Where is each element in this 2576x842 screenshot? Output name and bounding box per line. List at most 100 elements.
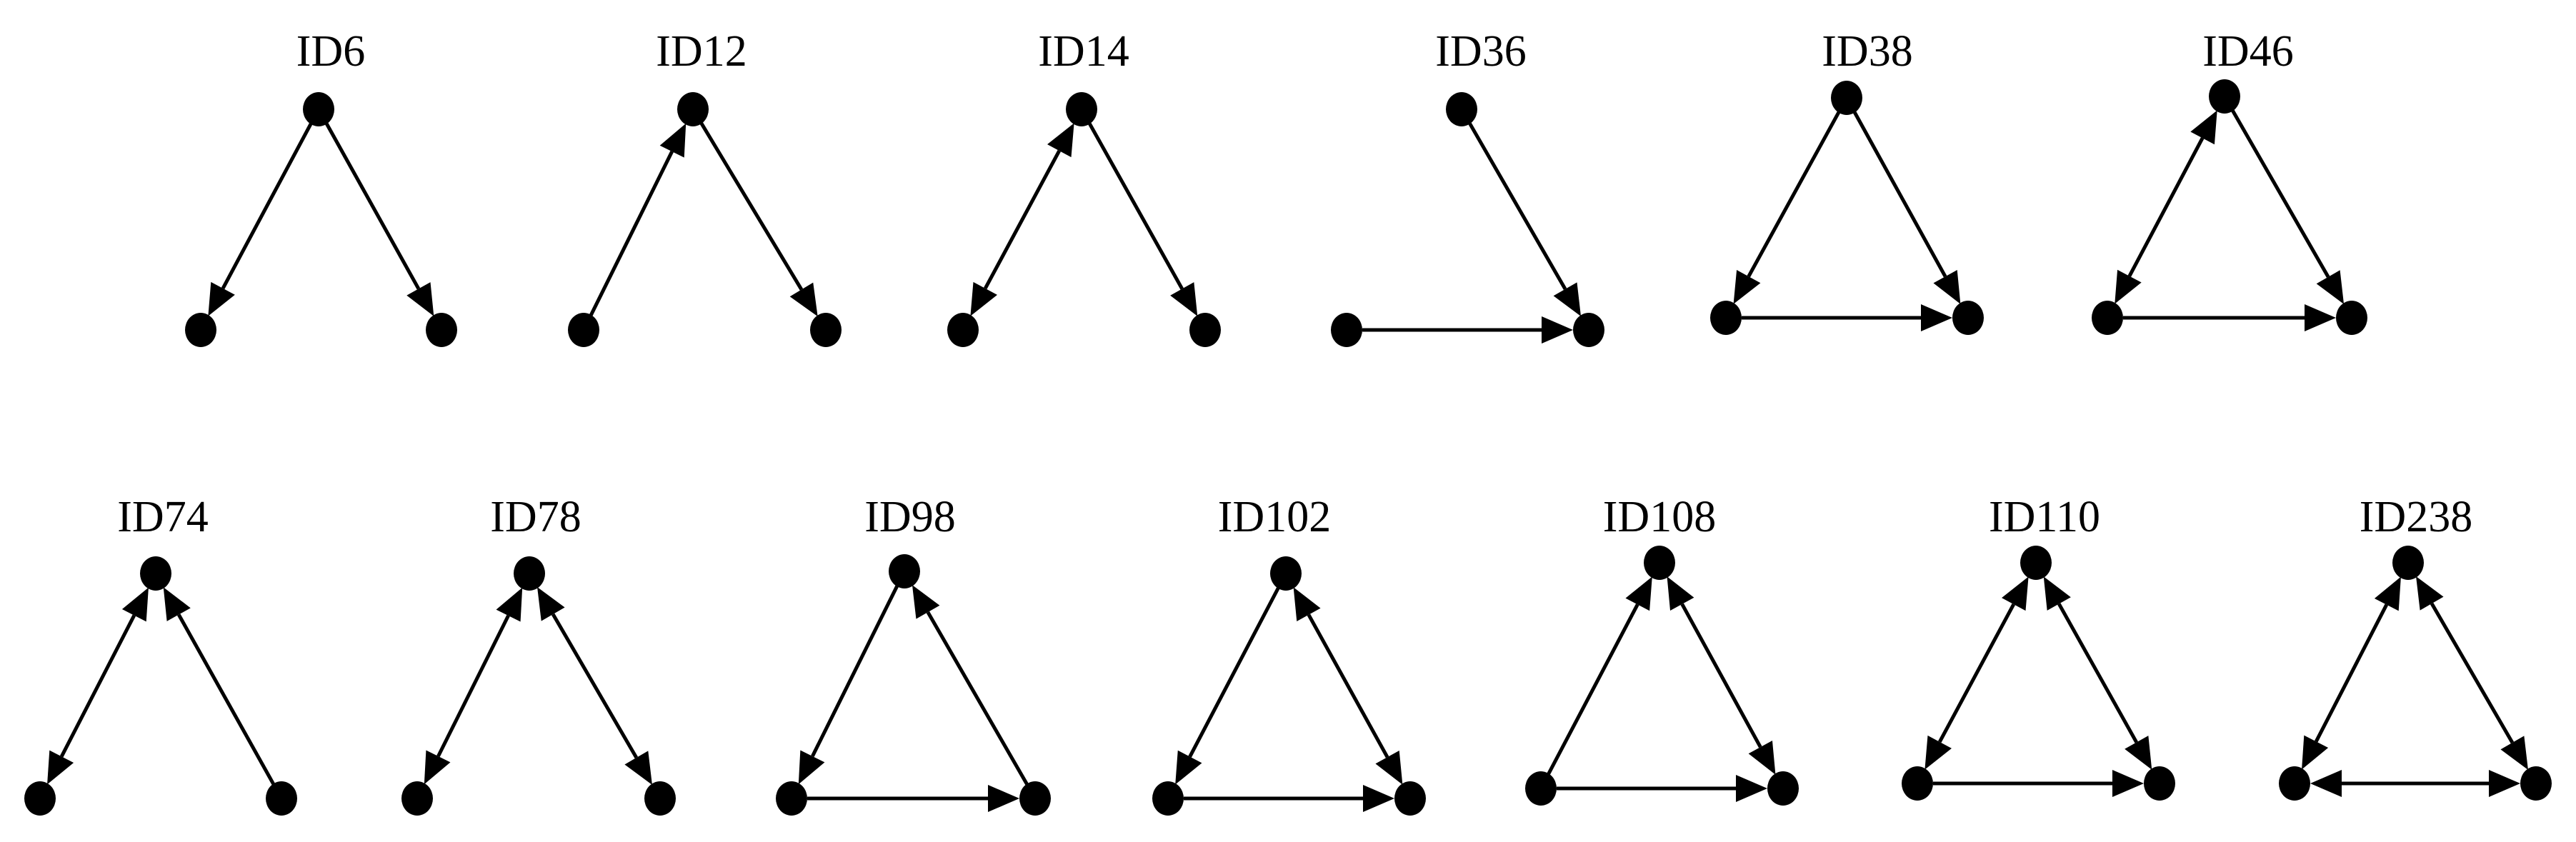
edge [1087, 121, 1184, 290]
arrowhead [424, 750, 451, 785]
node [1066, 92, 1097, 126]
edge [1680, 603, 1762, 748]
edge [2230, 109, 2330, 279]
edge [1938, 603, 2015, 743]
arrowhead [2489, 770, 2520, 797]
edge [811, 584, 899, 758]
arrowhead [2416, 576, 2444, 611]
arrowhead [496, 587, 523, 622]
edge [589, 151, 674, 317]
arrowhead [1293, 587, 1321, 621]
arrowhead [406, 282, 434, 316]
edge [324, 122, 421, 290]
node [2392, 546, 2424, 580]
arrowhead [624, 751, 652, 785]
arrowhead [1363, 785, 1394, 812]
arrowhead [2002, 576, 2029, 611]
motif-id12: ID12 [568, 27, 842, 347]
edge [1747, 111, 1841, 278]
node [1952, 301, 1984, 335]
arrowhead [2374, 576, 2401, 611]
node [2520, 766, 2552, 801]
motif-id36: ID36 [1331, 27, 1604, 347]
node [1019, 781, 1051, 816]
node [677, 92, 709, 126]
node [947, 313, 979, 347]
edge [2127, 137, 2205, 277]
arrowhead [1933, 270, 1961, 304]
node [1573, 313, 1604, 347]
arrowhead [659, 123, 687, 158]
edge [1852, 111, 1947, 278]
node [1270, 556, 1302, 591]
edge [1467, 121, 1567, 291]
node [776, 781, 807, 816]
node [140, 556, 171, 591]
arrowhead [1667, 576, 1694, 611]
edge [926, 611, 1029, 786]
node [2144, 766, 2175, 801]
motif-label: ID78 [490, 493, 581, 541]
arrowhead [1170, 282, 1198, 316]
arrowhead [1553, 282, 1582, 316]
arrowhead [47, 750, 74, 785]
node [514, 556, 545, 591]
motif-label: ID238 [2360, 493, 2472, 541]
motif-label: ID108 [1603, 493, 1716, 541]
arrowhead [789, 282, 818, 317]
arrowhead [2112, 770, 2144, 797]
edge [2057, 603, 2138, 743]
motif-id98: ID98 [776, 493, 1051, 816]
node [1525, 771, 1557, 806]
edge [699, 121, 804, 291]
arrowhead [1175, 750, 1202, 785]
arrowhead [1375, 751, 1403, 785]
node [1152, 781, 1184, 816]
edge [1307, 613, 1389, 758]
motif-label: ID74 [117, 493, 208, 541]
node [2020, 546, 2052, 580]
motif-label: ID6 [296, 27, 365, 76]
arrowhead [1047, 123, 1074, 158]
node [2092, 301, 2123, 335]
node [1644, 546, 1675, 580]
edge [2430, 602, 2515, 744]
motif-label: ID14 [1038, 27, 1129, 76]
motif-id46: ID46 [2092, 27, 2367, 335]
motif-id78: ID78 [401, 493, 676, 816]
node [1189, 313, 1221, 347]
arrowhead [1625, 576, 1652, 611]
edge [177, 613, 276, 786]
node [568, 313, 599, 347]
motif-id108: ID108 [1525, 493, 1799, 806]
arrowhead [2190, 110, 2217, 145]
edge [551, 613, 639, 759]
motif-label: ID12 [656, 27, 747, 76]
edge [1188, 586, 1281, 758]
motif-id6: ID6 [185, 27, 457, 347]
arrowhead [1733, 269, 1761, 304]
arrowhead [2310, 770, 2342, 797]
motif-label: ID98 [864, 493, 955, 541]
arrowhead [2500, 736, 2528, 770]
motif-label: ID102 [1218, 493, 1331, 541]
arrowhead [537, 587, 565, 621]
arrowhead [2302, 735, 2329, 770]
node [401, 781, 433, 816]
motif-label: ID38 [1822, 27, 1912, 76]
node [810, 313, 842, 347]
motif-label: ID36 [1435, 27, 1526, 76]
node [1331, 313, 1362, 347]
arrowhead [988, 785, 1019, 812]
motif-id238: ID238 [2279, 493, 2552, 801]
motif-label: ID46 [2202, 27, 2293, 76]
edge [1547, 603, 1639, 776]
arrowhead [2316, 270, 2345, 304]
arrowhead [208, 281, 235, 316]
arrowhead [2043, 576, 2071, 611]
node [1831, 81, 1862, 115]
node [24, 781, 56, 816]
node [1710, 301, 1742, 335]
arrowhead [912, 585, 940, 619]
